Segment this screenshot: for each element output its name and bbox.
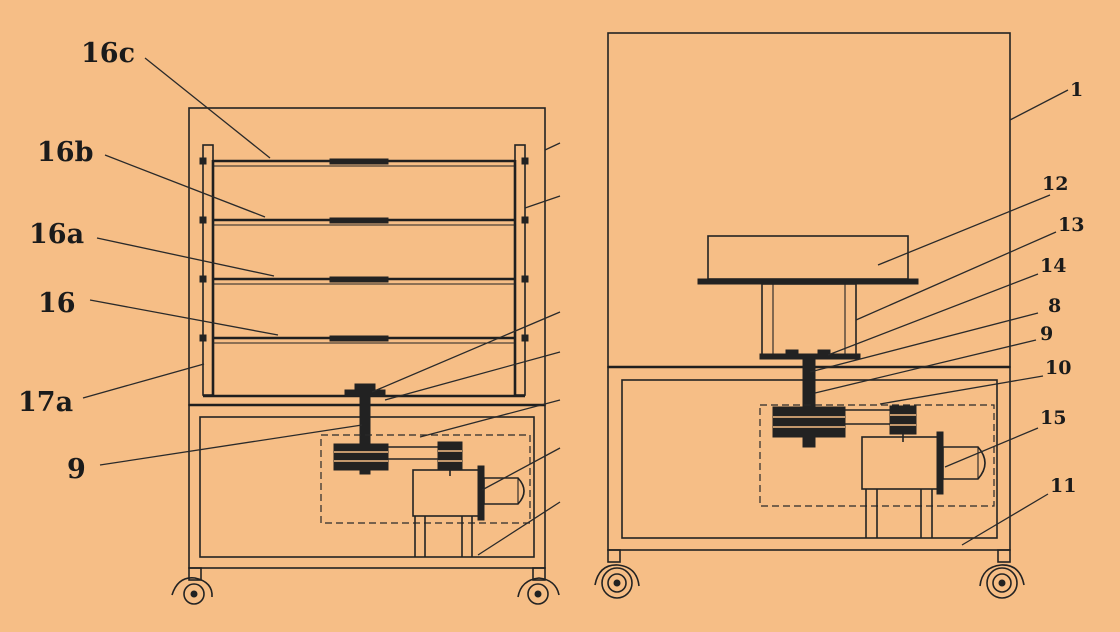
label-11: 11: [1050, 475, 1076, 497]
tray-16b: [213, 217, 515, 226]
label-13: 13: [1058, 214, 1084, 236]
right-motor-cap: [942, 446, 986, 480]
right-caster-left: [594, 564, 640, 599]
label-1: 1: [1070, 79, 1083, 101]
label-8: 8: [1048, 295, 1061, 317]
tray-16: [213, 335, 515, 344]
label-16: 16: [38, 288, 76, 319]
left-post-left: [202, 144, 214, 396]
right-flange-14: [759, 353, 861, 360]
right-motor-body: [861, 436, 939, 490]
label-14: 14: [1040, 255, 1066, 277]
right-small-pulley: [889, 405, 917, 435]
label-12: 12: [1042, 173, 1068, 195]
right-upper-cabinet: [607, 32, 1011, 368]
right-motor-flange: [936, 431, 944, 495]
label-16b: 16b: [37, 137, 93, 168]
left-shaft-flange: [344, 389, 386, 397]
right-large-pulley: [772, 406, 846, 438]
label-9-left: 9: [67, 454, 86, 485]
right-support-13: [761, 283, 857, 357]
right-box-12: [707, 235, 909, 280]
label-16c: 16c: [81, 38, 135, 69]
left-post-right: [514, 144, 526, 396]
label-15: 15: [1040, 407, 1066, 429]
left-motor-flange: [477, 465, 485, 521]
left-caster-right: [517, 577, 560, 605]
label-9-right: 9: [1040, 323, 1053, 345]
left-shaft-hub: [354, 383, 376, 391]
label-17a: 17a: [18, 387, 73, 418]
left-motor-body: [412, 469, 480, 517]
left-small-pulley: [437, 441, 463, 471]
tray-16c: [213, 158, 515, 167]
right-view: 1 12 13 14 8 9 10 15 11: [594, 32, 1084, 599]
label-16a: 16a: [29, 219, 84, 250]
label-10: 10: [1045, 357, 1071, 379]
left-rail-bolts: [199, 157, 529, 342]
right-caster-right: [979, 564, 1025, 599]
tray-16a: [213, 276, 515, 285]
left-upper-cabinet: [188, 107, 546, 406]
left-large-pulley: [333, 443, 389, 471]
left-view: 16c 16b 16a 16 17a 9: [18, 38, 561, 605]
left-caster-left: [171, 577, 213, 605]
